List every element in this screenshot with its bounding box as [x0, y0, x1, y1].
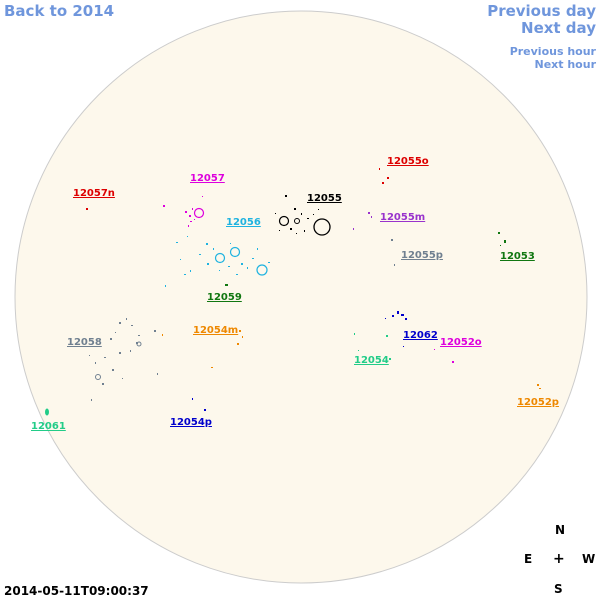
- solar-disk: [14, 10, 588, 584]
- next-day-link[interactable]: Next day: [521, 19, 596, 37]
- next-hour-link[interactable]: Next hour: [534, 58, 597, 71]
- region-label-12054m[interactable]: 12054m: [193, 325, 239, 336]
- previous-day-link[interactable]: Previous day: [487, 2, 596, 20]
- region-label-12055p[interactable]: 12055p: [401, 250, 443, 261]
- previous-hour-link[interactable]: Previous hour: [509, 45, 596, 58]
- sunspot-group-12055p: [391, 239, 395, 266]
- compass-center-icon: +: [553, 551, 565, 567]
- region-label-12062[interactable]: 12062: [403, 330, 438, 341]
- sunspot-group-12055o: [379, 168, 389, 184]
- sunspot-group-12055: [275, 195, 331, 236]
- region-label-12059[interactable]: 12059: [207, 292, 242, 303]
- compass-north: N: [555, 523, 566, 537]
- sunspot-group-12055m: [353, 212, 372, 230]
- sunspot-group-12062: [385, 311, 407, 347]
- region-label-12054[interactable]: 12054: [354, 355, 389, 366]
- region-label-12058[interactable]: 12058: [67, 337, 102, 348]
- sunspot-group-12052p: [537, 384, 541, 389]
- region-label-12055o[interactable]: 12055o: [387, 156, 429, 167]
- region-label-12061[interactable]: 12061: [31, 421, 66, 432]
- sunspot-group-12054p: [192, 398, 206, 411]
- region-label-12053[interactable]: 12053: [500, 251, 535, 262]
- region-label-12054p[interactable]: 12054p: [170, 417, 212, 428]
- sunspot-group-12058: [89, 318, 158, 401]
- region-label-12056[interactable]: 12056: [226, 217, 261, 228]
- observation-timestamp: 2014-05-11T09:00:37: [4, 584, 149, 598]
- region-label-12052p[interactable]: 12052p: [517, 397, 559, 408]
- region-label-12055m[interactable]: 12055m: [380, 212, 426, 223]
- sunspot-group-12054m: [162, 330, 243, 368]
- sunspot-group-12057: [163, 196, 205, 227]
- sunspot-group-12061: [45, 408, 49, 416]
- region-label-12052o[interactable]: 12052o: [440, 337, 482, 348]
- sunspot-group-12053: [498, 232, 506, 246]
- compass-south: S: [554, 582, 563, 596]
- compass-west: W: [582, 552, 596, 566]
- region-label-12057[interactable]: 12057: [190, 173, 225, 184]
- compass-east: E: [524, 552, 533, 566]
- sunspot-group-12057n: [86, 208, 88, 210]
- sunspot-group-12059: [225, 284, 228, 286]
- back-to-year-link[interactable]: Back to 2014: [4, 2, 115, 20]
- region-label-12055[interactable]: 12055: [307, 193, 342, 204]
- sunspot-group-12054: [354, 333, 391, 360]
- sunspot-group-12052o: [434, 349, 454, 363]
- sunspot-group-12056: [165, 236, 270, 287]
- region-label-12057n[interactable]: 12057n: [73, 188, 115, 199]
